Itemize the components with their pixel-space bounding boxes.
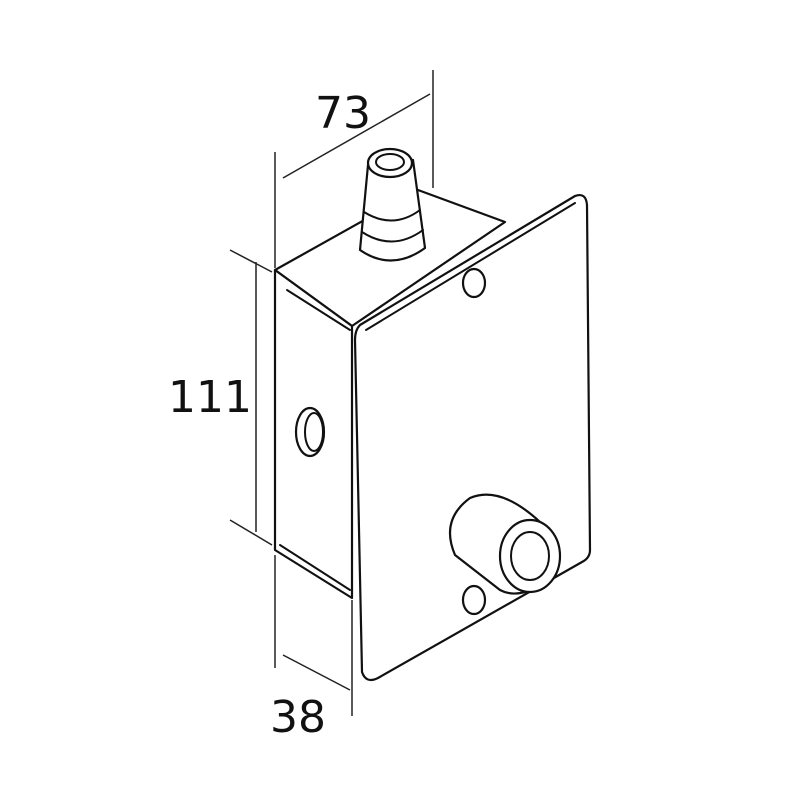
extension-line bbox=[229, 249, 273, 273]
front-cylinder bbox=[448, 493, 562, 595]
extension-line bbox=[229, 519, 273, 546]
height-dimension: 111 bbox=[168, 249, 273, 546]
dimension-line bbox=[282, 93, 431, 179]
depth-label: 38 bbox=[270, 692, 326, 743]
screw-hole-top bbox=[461, 267, 487, 299]
depth-dimension: 38 bbox=[270, 555, 353, 743]
height-label: 111 bbox=[168, 372, 252, 423]
top-nozzle bbox=[358, 147, 427, 262]
dimension-line bbox=[282, 654, 351, 691]
screw-hole-bottom bbox=[461, 584, 487, 616]
width-dimension: 73 bbox=[274, 70, 434, 268]
width-label: 73 bbox=[315, 88, 371, 139]
